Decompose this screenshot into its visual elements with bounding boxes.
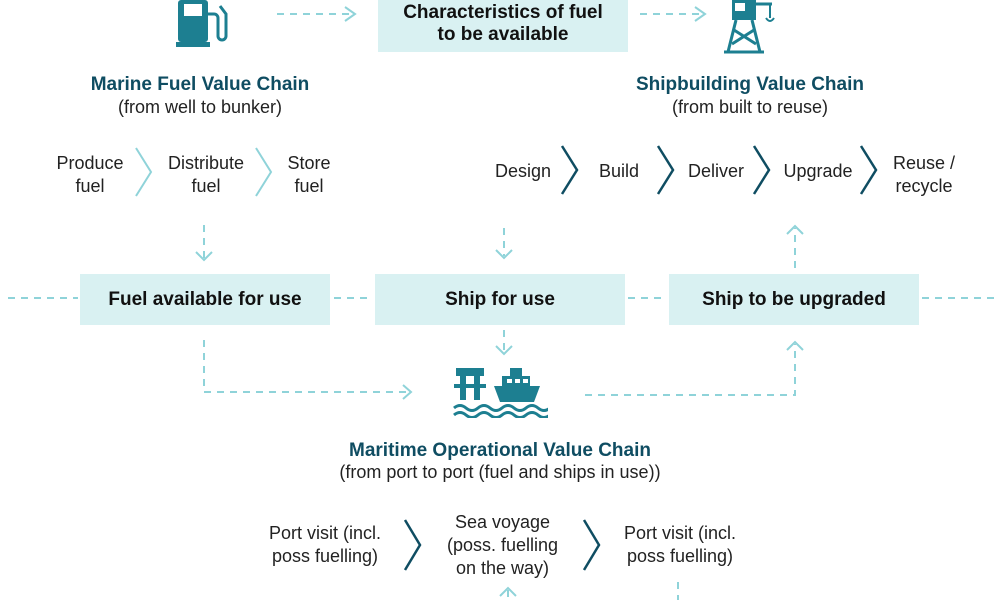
fuel-step-distribute: Distribute fuel	[167, 153, 245, 196]
maritime-chain-title: Maritime Operational Value Chain	[349, 440, 651, 461]
crane-icon	[724, 0, 775, 54]
chevron-icon	[859, 145, 878, 195]
characteristics-box: Characteristics of fuel to be available	[378, 0, 628, 52]
ship-step-design: Design	[494, 161, 552, 181]
fuel-chain-title: Marine Fuel Value Chain	[90, 74, 310, 95]
characteristics-line2: to be available	[437, 24, 569, 45]
maritime-step-port-visit-1: Port visit (incl. poss fuelling)	[268, 523, 382, 566]
chevron-icon	[656, 145, 675, 195]
maritime-step-sea-voyage: Sea voyage (poss. fuelling on the way)	[446, 512, 559, 578]
ship-for-use-box: Ship for use	[375, 274, 625, 325]
fuel-step-produce: Produce fuel	[56, 153, 124, 196]
ship-step-build: Build	[598, 161, 640, 181]
ship-step-deliver: Deliver	[687, 161, 744, 181]
ship-chain-subtitle: (from built to reuse)	[671, 97, 829, 117]
fuel-chain-subtitle: (from well to bunker)	[117, 97, 283, 117]
arrow-fuelbox-to-maritime	[203, 340, 408, 393]
maritime-chain-subtitle: (from port to port (fuel and ships in us…	[339, 462, 661, 482]
maritime-step-port-visit-2: Port visit (incl. poss fuelling)	[623, 523, 737, 566]
fuel-available-box: Fuel available for use	[80, 274, 330, 325]
ship-chain-title: Shipbuilding Value Chain	[635, 74, 864, 95]
fuel-pump-icon	[176, 0, 228, 47]
fuel-step-store: Store fuel	[287, 153, 331, 196]
chevron-icon	[560, 145, 579, 195]
ship-step-reuse: Reuse / recycle	[892, 153, 956, 196]
chevron-icon	[752, 145, 771, 195]
characteristics-line1: Characteristics of fuel	[403, 2, 603, 23]
ship-to-be-upgraded-box: Ship to be upgraded	[669, 274, 919, 325]
chevron-icon	[403, 519, 422, 571]
arrow-maritime-to-upgrade	[585, 344, 796, 396]
ship-step-upgrade: Upgrade	[783, 161, 853, 181]
chevron-icon	[255, 147, 273, 197]
chevron-icon	[135, 147, 153, 197]
port-and-ship-icon	[453, 368, 548, 418]
chevron-icon	[582, 519, 601, 571]
